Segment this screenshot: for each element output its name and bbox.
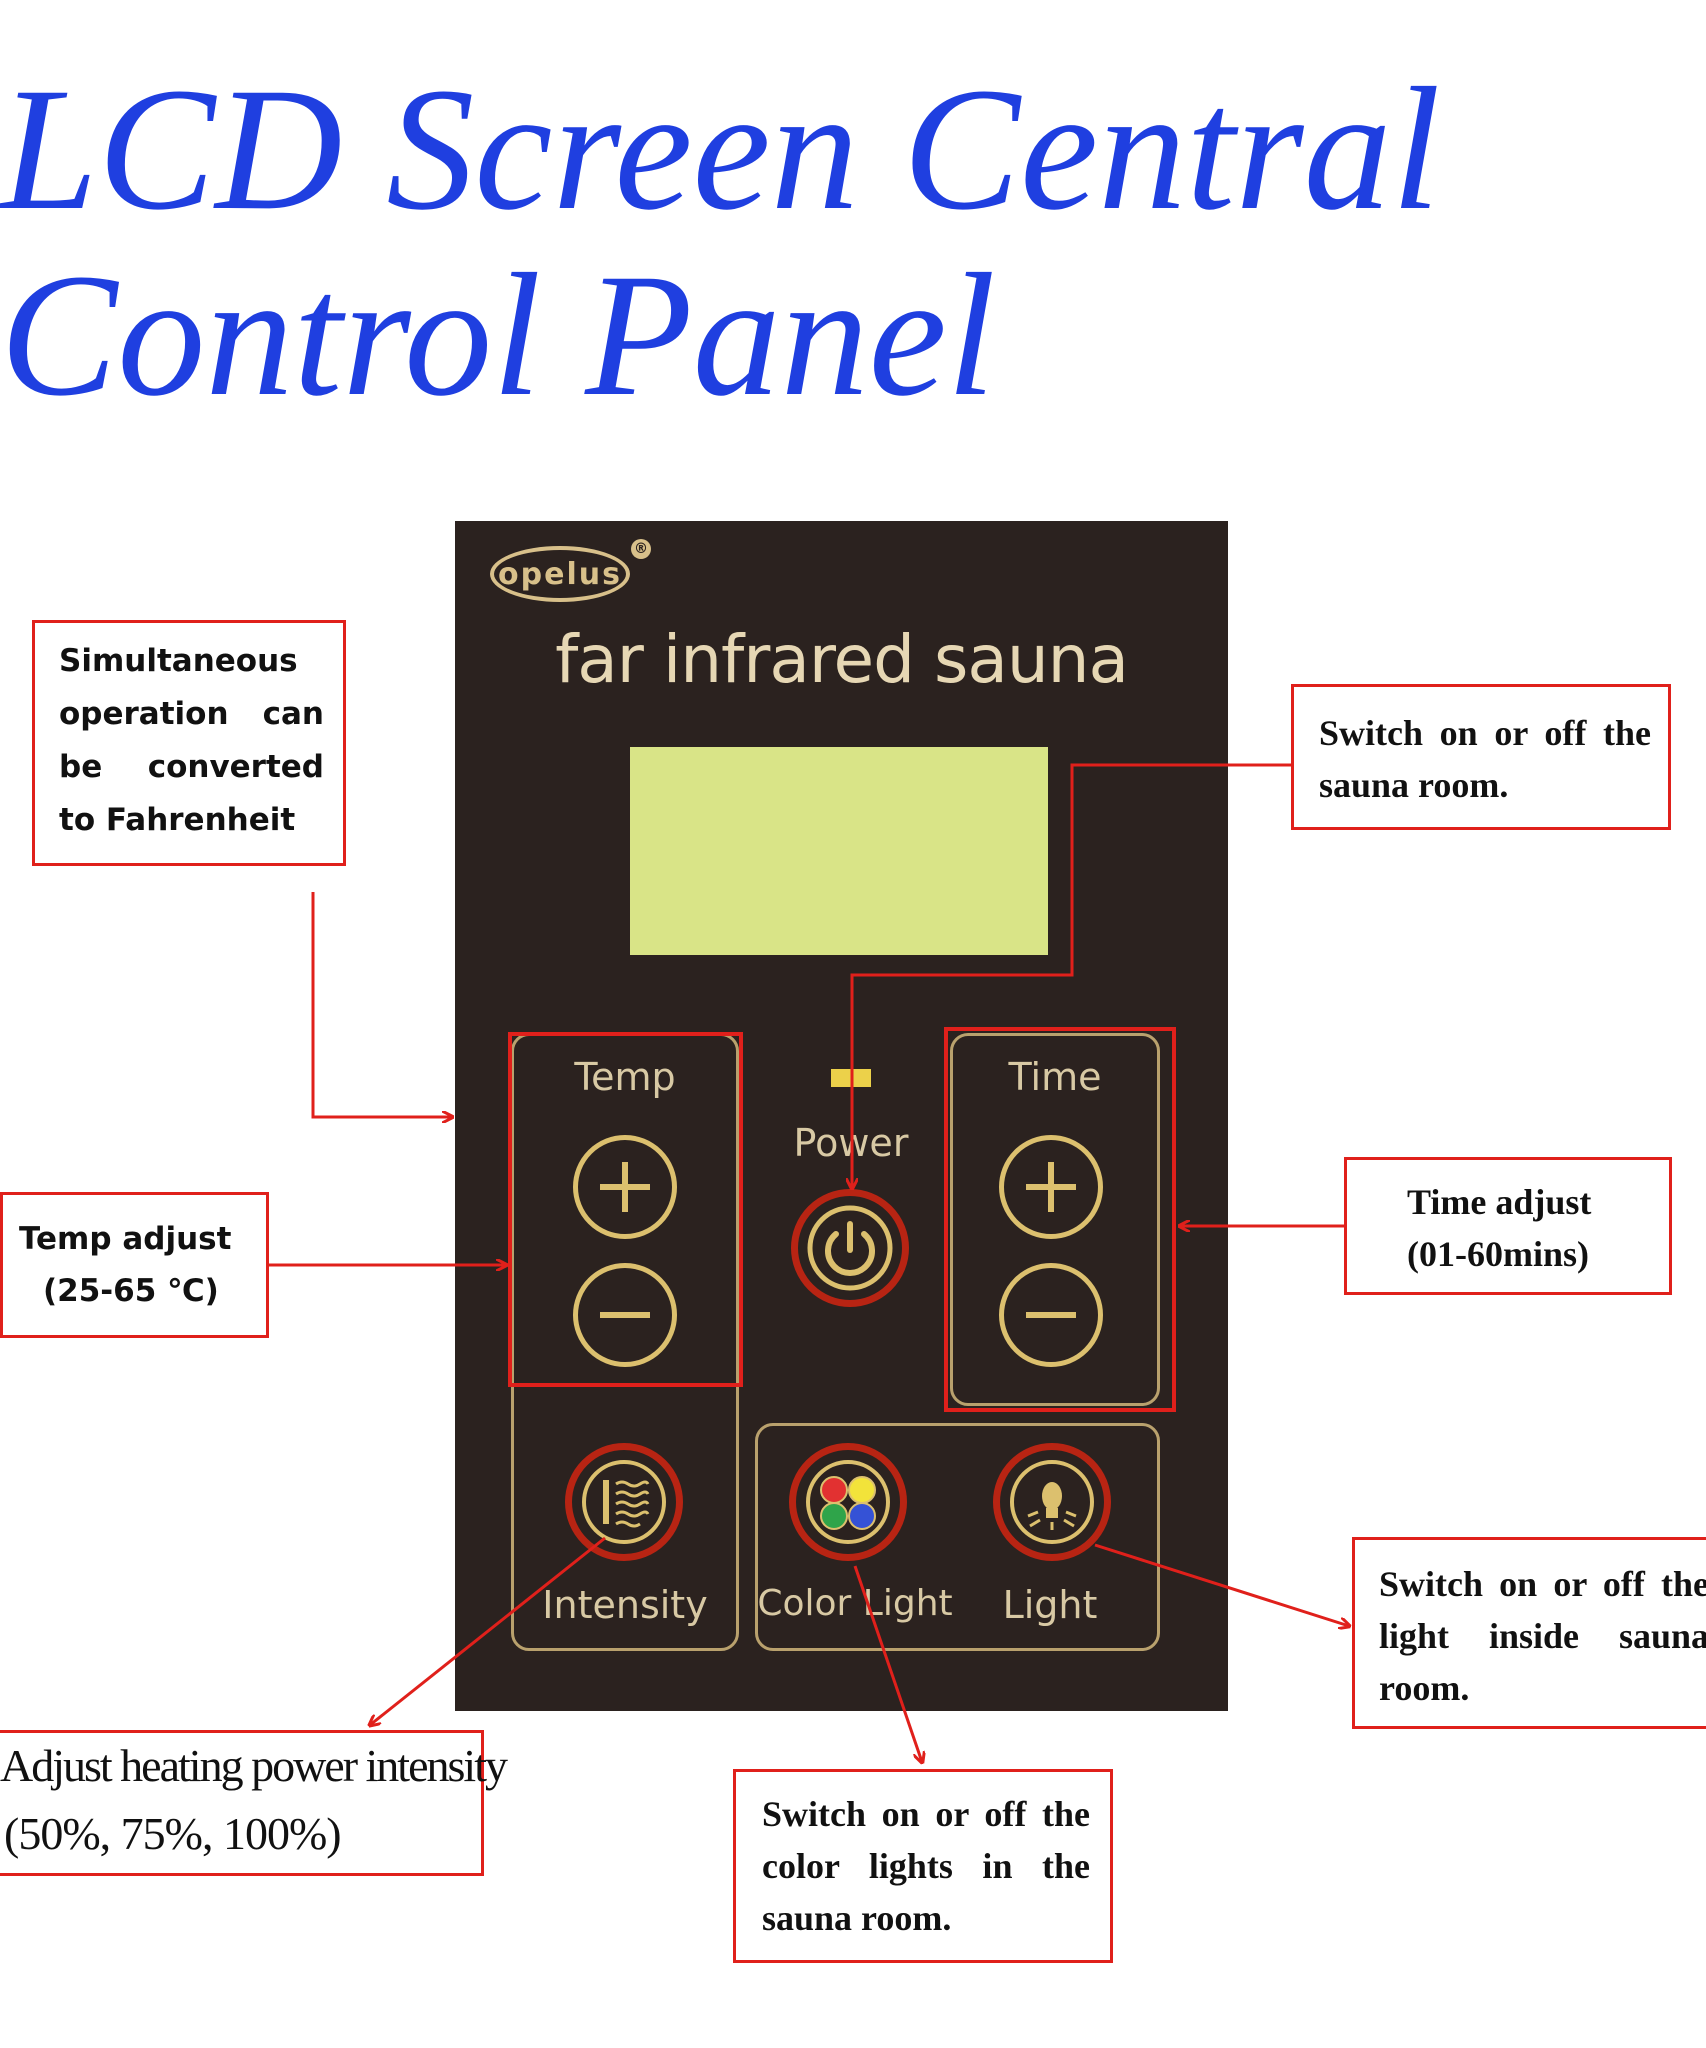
heat-waves-icon [582, 1460, 666, 1544]
time-highlight-box [944, 1027, 1176, 1412]
color-dots-icon [806, 1460, 890, 1544]
minus-icon [600, 1312, 650, 1318]
brand-logo: opelus [490, 546, 630, 602]
temp-minus-button[interactable] [573, 1263, 677, 1367]
temp-adjust-line-1: Temp adjust [19, 1221, 232, 1257]
intensity-button[interactable] [565, 1443, 683, 1561]
intensity-line-1: Adjust heating power intensity [0, 1740, 508, 1791]
color-light-arrow [853, 1565, 922, 1762]
plus-icon [600, 1162, 650, 1212]
temp-label: Temp [574, 1055, 676, 1099]
lcd-screen [630, 747, 1048, 955]
time-plus-button[interactable] [999, 1135, 1103, 1239]
temp-adjust-callout: Temp adjust (25-65 ℃) [0, 1192, 269, 1338]
temp-highlight-box [508, 1032, 743, 1387]
time-adjust-callout: Time adjust (01-60mins) [1344, 1157, 1672, 1295]
time-minus-button[interactable] [999, 1263, 1103, 1367]
intensity-label: Intensity [542, 1583, 708, 1627]
power-arrow [852, 763, 1291, 1188]
fahrenheit-callout-text: Simultaneous operation can be converted … [59, 643, 324, 838]
panel-subtitle: far infrared sauna [555, 621, 1129, 698]
intensity-callout: Adjust heating power intensity (50%, 75%… [0, 1730, 508, 1876]
temp-plus-button[interactable] [573, 1135, 677, 1239]
temp-adjust-line-2: (25-65 ℃) [43, 1273, 219, 1309]
intensity-arrow [370, 1536, 606, 1725]
time-adjust-line-2: (01-60mins) [1407, 1234, 1589, 1274]
power-callout-text: Switch on or off the sauna room. [1319, 713, 1651, 805]
color-light-label: Color Light [757, 1583, 953, 1624]
plus-icon [1026, 1162, 1076, 1212]
light-group [755, 1423, 1160, 1651]
minus-icon [1026, 1312, 1076, 1318]
page-title-line-1: LCD Screen Central [0, 52, 1441, 247]
fahrenheit-arrow [311, 892, 452, 1117]
light-button[interactable] [993, 1443, 1111, 1561]
power-icon [807, 1205, 893, 1291]
time-group [950, 1033, 1160, 1406]
fahrenheit-callout: Simultaneous operation can be converted … [32, 620, 346, 866]
intensity-line-2: (50%, 75%, 100%) [4, 1808, 342, 1859]
bulb-icon [1010, 1460, 1094, 1544]
light-callout: Switch on or off the light inside sauna … [1352, 1537, 1706, 1729]
color-light-button[interactable] [789, 1443, 907, 1561]
light-label: Light [1002, 1583, 1098, 1627]
color-light-callout: Switch on or off the color lights in the… [733, 1769, 1113, 1963]
color-light-callout-text: Switch on or off the color lights in the… [762, 1794, 1090, 1938]
time-adjust-line-1: Time adjust [1407, 1182, 1592, 1222]
time-label: Time [1008, 1055, 1102, 1099]
light-callout-text: Switch on or off the light inside sauna … [1379, 1564, 1706, 1708]
registered-mark: ® [631, 539, 651, 559]
light-arrow [1094, 1543, 1349, 1626]
power-callout: Switch on or off the sauna room. [1291, 684, 1671, 830]
power-button[interactable] [791, 1189, 909, 1307]
page-title-line-2: Control Panel [0, 238, 996, 433]
